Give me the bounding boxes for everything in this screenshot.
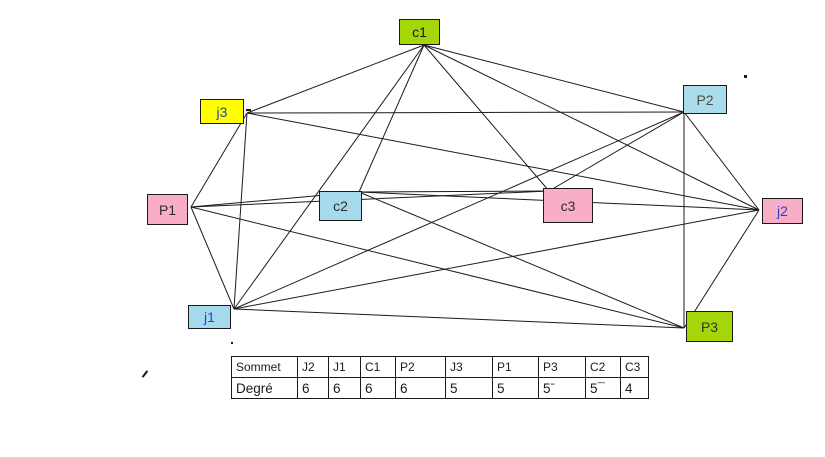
edge-j2-P2 — [683, 111, 760, 211]
edge-c1-c3 — [423, 44, 550, 192]
table-degree-J3: 5 — [445, 377, 493, 399]
table-header-J1: J1 — [328, 356, 361, 378]
graph-node-P2: P2 — [683, 85, 727, 114]
table-header-C3: C3 — [620, 356, 649, 378]
table-header-J2: J2 — [297, 356, 329, 378]
edge-P1-c3 — [190, 190, 550, 208]
edge-c1-j2 — [423, 44, 760, 211]
table-degree-C1: 6 — [360, 377, 396, 399]
table-degree-J2: 6 — [297, 377, 329, 399]
edge-P1-P3 — [190, 206, 685, 329]
edge-P1-j1 — [190, 206, 235, 310]
graph-node-c1: c1 — [399, 19, 440, 45]
graph-node-P1: P1 — [147, 194, 188, 225]
table-degree-P3: 5ˉ — [538, 377, 586, 399]
edge-c1-P2 — [423, 44, 685, 113]
table-header-J3: J3 — [445, 356, 493, 378]
table-degree-P2: 6 — [395, 377, 446, 399]
table-header-label: Sommet — [231, 356, 298, 378]
graph-node-j1: j1 — [188, 305, 231, 329]
graph-node-P3: P3 — [686, 311, 733, 342]
stray-mark-dot — [744, 75, 747, 78]
table-degree-J1: 6 — [328, 377, 361, 399]
edge-j3-j2 — [246, 112, 760, 211]
table-degree-C2: 5¯ — [585, 377, 621, 399]
edge-j1-j2 — [233, 209, 760, 310]
table-degree-C3: 4 — [620, 377, 649, 399]
table-header-P2: P2 — [395, 356, 446, 378]
edge-j1-P3 — [233, 308, 685, 329]
edge-j2-P3 — [683, 209, 760, 329]
graph-node-c2: c2 — [319, 191, 362, 221]
table-degree-label: Degré — [231, 377, 298, 399]
edge-c1-j1 — [233, 44, 425, 310]
edge-c2-P3 — [358, 191, 685, 329]
stray-mark-dash — [246, 109, 251, 111]
stray-mark-dot — [231, 342, 233, 344]
edge-c1-c2 — [358, 44, 425, 193]
table-header-C2: C2 — [585, 356, 621, 378]
edge-j3-j1 — [233, 112, 248, 310]
table-header-C1: C1 — [360, 356, 396, 378]
edge-c1-j3 — [246, 44, 425, 114]
table-header-P3: P3 — [538, 356, 586, 378]
graph-node-j2: j2 — [762, 198, 803, 224]
table-header-P1: P1 — [492, 356, 539, 378]
graph-node-c3: c3 — [543, 188, 593, 223]
edge-j1-P2 — [233, 111, 685, 310]
edge-j3-P1 — [190, 112, 248, 208]
edge-j3-P2 — [246, 111, 685, 114]
edge-c3-P2 — [548, 111, 685, 192]
graph-node-j3: j3 — [200, 99, 244, 124]
edge-c2-c3 — [358, 190, 550, 193]
table-degree-P1: 5 — [492, 377, 539, 399]
